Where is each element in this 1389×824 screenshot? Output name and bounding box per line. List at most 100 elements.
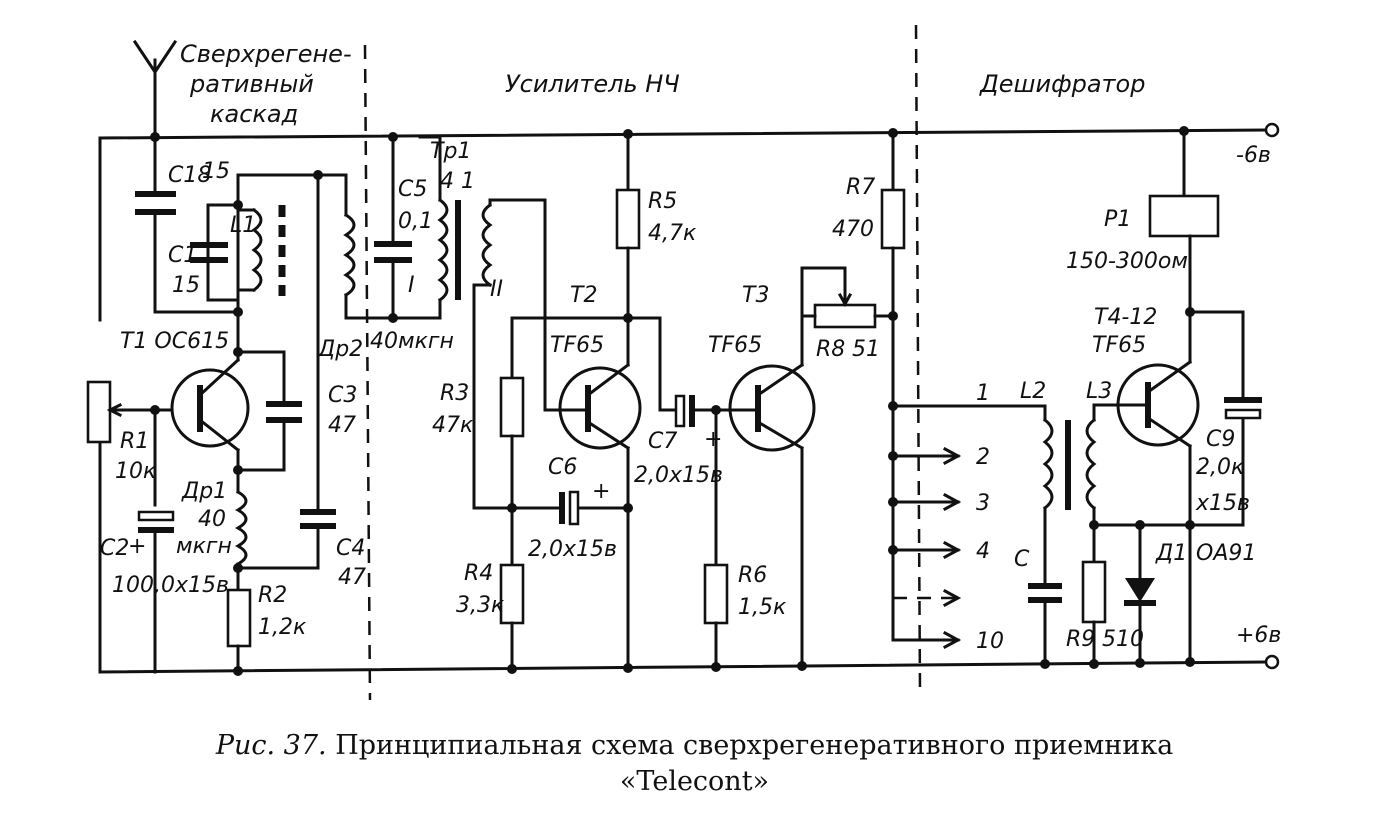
relay-p1 [1148,129,1220,314]
label-r7: R7 [846,175,875,200]
label-r1: R1 [120,429,149,454]
capacitor-c7 [658,394,740,428]
label-c9-value2: x15в [1195,491,1250,516]
capacitor-c3 [236,350,302,472]
label-r2: R2 [258,583,287,608]
label-dr2-value: 40мкгн [370,329,454,354]
label-c1-value: 15 [172,273,200,298]
label-tap-4: 4 [976,539,990,564]
capacitor-c2 [137,510,175,674]
label-c4-value: 47 [338,565,366,590]
label-r1-value: 10к [115,459,157,484]
label-r8-value: 51 [852,337,880,362]
resistor-r6 [703,408,729,669]
coil-l2 [1042,417,1071,584]
diode-d1 [1124,523,1156,665]
section-title-superregen-1: Сверхрегене- [180,40,352,68]
label-r3: R3 [440,381,469,406]
choke-dr2 [318,173,442,320]
caption-line-1: Принципиальная схема сверхрегенеративног… [335,730,1174,761]
tap-bus [891,404,1047,650]
label-c7: C7 [648,429,677,454]
label-tap-3: 3 [976,491,990,516]
resistor-r4 [499,563,525,671]
label-c6-plus: + [592,479,610,504]
label-p1: P1 [1104,207,1131,232]
label-c1: C1 [168,243,197,268]
label-t2: T2 [570,283,597,308]
label-tr1-winding2: II [490,277,503,302]
label-c7-plus: + [704,427,722,452]
label-r8: R8 [816,337,845,362]
label-c4: C4 [336,536,365,561]
choke-dr1 [234,489,248,592]
antenna-icon [132,39,178,192]
divider-2 [914,24,922,691]
label-t1: T1 OC615 [120,329,229,354]
label-c2-value: 100,0x15в [112,573,229,598]
label-tap-1: 1 [976,381,990,406]
label-tr1: Tp1 [430,139,471,164]
transformer-tr1 [418,135,567,510]
label-d1-type: OA91 [1196,541,1256,566]
label-dr1: Др1 [181,479,227,504]
label-c18-value: 15 [202,159,230,184]
label-tap-10: 10 [976,629,1004,654]
label-dr1-value: 40 [198,507,226,532]
divider-1 [363,44,372,701]
label-t3: T3 [742,283,769,308]
capacitor-c6 [510,490,630,526]
terminal-plus [1264,654,1280,670]
rail-bottom [98,408,1280,674]
label-r7-value: 470 [832,217,874,242]
resistor-r5 [615,132,641,320]
label-t4-type: TF65 [1092,333,1146,358]
tank-circuit [190,173,322,314]
label-c5: C5 [398,177,427,202]
label-l3: L3 [1086,379,1112,404]
capacitor-c18 [135,191,240,314]
label-r6: R6 [738,563,767,588]
label-c9: C9 [1206,427,1235,452]
label-r4: R4 [464,561,493,586]
potentiometer-r1 [86,380,174,507]
terminal-minus [1264,122,1280,138]
label-c2: C2 [100,536,129,561]
label-r5-value: 4,7к [648,221,697,246]
label-l2: L2 [1020,379,1046,404]
label-r9: R9 [1066,627,1095,652]
capacitor-c5 [374,135,412,320]
resistor-r2 [226,588,252,674]
label-t2-type: TF65 [550,333,604,358]
label-r3-value: 47к [432,413,474,438]
label-c: C [1014,547,1030,572]
label-c18: C18 [168,163,211,188]
label-r4-value: 3,3к [456,593,505,618]
section-title-amplifier: Усилитель НЧ [505,70,680,98]
label-p1-value: 150-300ом [1066,249,1188,274]
label-c6-value: 2,0x15в [528,537,617,562]
junctions [150,126,1195,676]
section-title-superregen-3: каскад [210,100,298,128]
label-c3: C3 [328,383,357,408]
label-c5-value: 0,1 [398,209,433,234]
label-c9-value: 2,0к [1196,455,1245,480]
label-l1: L1 [230,213,256,238]
label-r9-value: 510 [1102,627,1144,652]
section-title-superregen-2: ративный [189,70,314,98]
label-dr1-unit: мкгн [176,534,232,559]
label-t4: T4-12 [1094,305,1157,330]
capacitor-c [1028,583,1062,666]
label-t3-type: TF65 [708,333,762,358]
section-title-decoder: Дешифратор [979,70,1145,98]
label-c7-value: 2,0x15в [634,463,723,488]
label-r2-value: 1,2к [258,615,307,640]
label-r6-value: 1,5к [738,595,787,620]
caption-figure-number: Рис. 37. [215,730,327,761]
transistor-t4 [1116,310,1200,664]
rheostat-r8 [800,290,895,329]
resistor-r7 [880,131,906,642]
transistor-t2 [558,316,642,671]
label-c6: C6 [548,455,577,480]
label-dr2: Др2 [317,337,363,362]
